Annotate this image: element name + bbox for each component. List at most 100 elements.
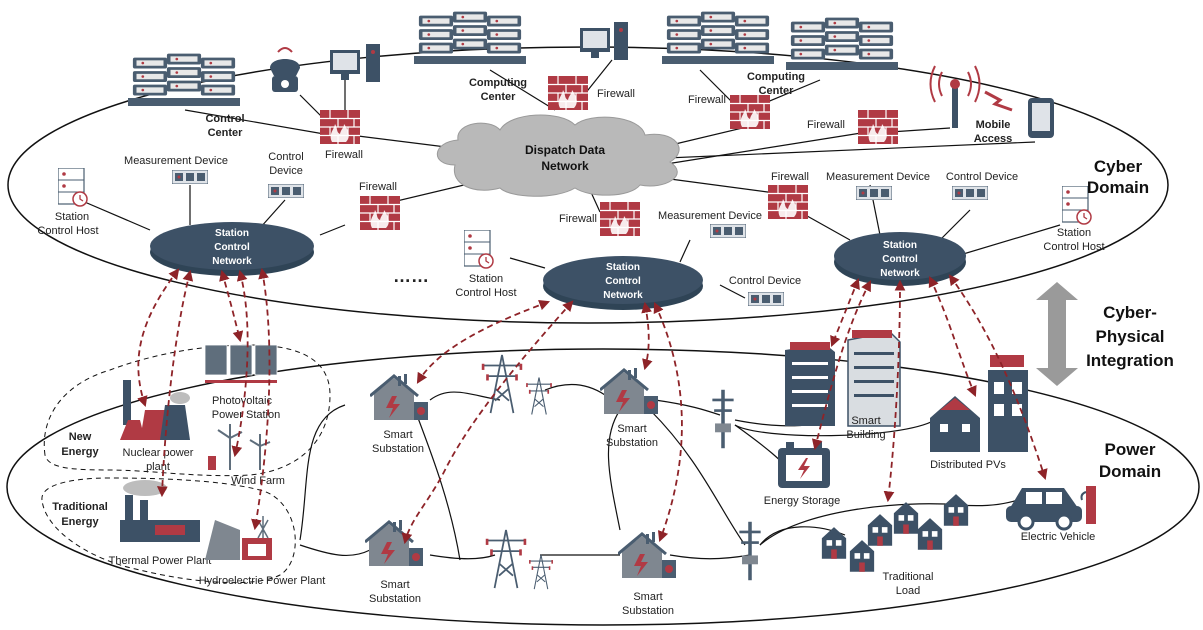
wind-farm-label: Wind Farm bbox=[231, 475, 285, 487]
control-device-right: Control Device bbox=[946, 171, 1018, 200]
thermal-label: Thermal Power Plant bbox=[109, 555, 212, 567]
nuclear-label-1: Nuclear power bbox=[123, 447, 194, 459]
new-energy-label-1: New bbox=[69, 431, 92, 443]
scn-left-2: Control bbox=[214, 242, 250, 253]
integration-label-1: Cyber- bbox=[1103, 303, 1157, 322]
firewall-6-label: Firewall bbox=[559, 213, 597, 225]
ss3-label-1: Smart bbox=[380, 579, 409, 591]
measurement-device-right: Measurement Device bbox=[826, 171, 930, 200]
host-right-label-1: Station bbox=[1057, 227, 1091, 239]
station-control-network-left: Station Control Network bbox=[150, 222, 314, 276]
control-center-label-2: Center bbox=[208, 127, 244, 139]
scn-right-3: Network bbox=[880, 268, 920, 279]
wind-farm-icon bbox=[208, 424, 271, 470]
distributed-pvs-label: Distributed PVs bbox=[930, 459, 1006, 471]
energy-storage-icon: Energy Storage bbox=[764, 442, 840, 507]
firewall-4: Firewall bbox=[807, 110, 898, 144]
smart-substation-1: Smart Substation bbox=[370, 372, 430, 455]
ss4-label-2: Substation bbox=[622, 605, 674, 617]
power-domain-label-2: Domain bbox=[1099, 462, 1161, 481]
cloud-label-line1: Dispatch Data bbox=[525, 143, 605, 157]
integration-label-3: Integration bbox=[1086, 351, 1174, 370]
computing-center-right-label-2: Center bbox=[759, 85, 795, 97]
ellipsis: …… bbox=[393, 266, 429, 286]
measurement-device-left: Measurement Device bbox=[124, 155, 228, 184]
mobile-access: Mobile Access bbox=[929, 65, 1054, 145]
host-left-label-1: Station bbox=[55, 211, 89, 223]
transmission-tower-2 bbox=[525, 376, 553, 416]
station-control-network-mid: Station Control Network bbox=[543, 256, 703, 310]
control-center-label-1: Control bbox=[205, 113, 244, 125]
dispatch-data-network-cloud: Dispatch Data Network bbox=[436, 114, 680, 197]
computing-center-right-label-1: Computing bbox=[747, 71, 805, 83]
host-left-label-2: Control Host bbox=[37, 225, 98, 237]
electric-vehicle-label: Electric Vehicle bbox=[1021, 531, 1096, 543]
firewall-3-label: Firewall bbox=[688, 94, 726, 106]
computing-center-right: Computing Center bbox=[662, 11, 898, 97]
mobile-access-label-2: Access bbox=[974, 133, 1013, 145]
ss4-label-1: Smart bbox=[633, 591, 662, 603]
power-domain-ellipse bbox=[6, 348, 1200, 626]
firewall-5: Firewall bbox=[359, 181, 400, 230]
computing-center-left: Computing Center bbox=[414, 11, 527, 103]
traditional-energy-label-2: Energy bbox=[61, 516, 99, 528]
host-right-label-2: Control Host bbox=[1043, 241, 1104, 253]
computer-icon-center bbox=[580, 22, 628, 60]
utility-pole-1 bbox=[712, 389, 734, 449]
station-control-host-left: Station Control Host bbox=[37, 168, 99, 237]
measurement-device-mid: Measurement Device bbox=[658, 210, 762, 238]
control-device-right-label: Control Device bbox=[946, 171, 1018, 183]
integration-label-2: Physical bbox=[1096, 327, 1165, 346]
measurement-device-mid-label: Measurement Device bbox=[658, 210, 762, 222]
traditional-load-icon: Traditional Load bbox=[821, 494, 969, 597]
ss1-label-2: Substation bbox=[372, 443, 424, 455]
traditional-energy-label-1: Traditional bbox=[52, 501, 108, 513]
new-energy-label-2: Energy bbox=[61, 446, 99, 458]
ss2-label-1: Smart bbox=[617, 423, 646, 435]
smart-building-label-1: Smart bbox=[851, 415, 880, 427]
control-device-left-label-1: Control bbox=[268, 151, 303, 163]
scn-right-1: Station bbox=[883, 240, 917, 251]
mobile-access-label-1: Mobile bbox=[976, 119, 1011, 131]
ss1-label-1: Smart bbox=[383, 429, 412, 441]
control-device-mid-label: Control Device bbox=[729, 275, 801, 287]
scn-mid-1: Station bbox=[606, 262, 640, 273]
cyber-domain-label-2: Domain bbox=[1087, 178, 1149, 197]
firewall-7: Firewall bbox=[768, 171, 809, 219]
computing-center-left-label-1: Computing bbox=[469, 77, 527, 89]
energy-storage-label: Energy Storage bbox=[764, 495, 840, 507]
smart-substation-2: Smart Substation bbox=[600, 366, 660, 449]
scn-right-2: Control bbox=[882, 254, 918, 265]
computer-icon bbox=[330, 44, 380, 82]
firewall-5-label: Firewall bbox=[359, 181, 397, 193]
power-domain-label-1: Power bbox=[1104, 440, 1155, 459]
traditional-energy-region bbox=[41, 477, 296, 584]
cloud-label-line2: Network bbox=[541, 159, 589, 173]
measurement-device-right-label: Measurement Device bbox=[826, 171, 930, 183]
firewall-3: Firewall bbox=[688, 94, 770, 129]
pv-label-1: Photovoltaic bbox=[212, 395, 272, 407]
thermal-plant-icon: Thermal Power Plant bbox=[109, 480, 212, 567]
electric-vehicle-icon: Electric Vehicle bbox=[1006, 486, 1096, 543]
smart-substation-4: Smart Substation bbox=[618, 530, 678, 617]
telephone-icon bbox=[270, 47, 300, 92]
firewall-2: Firewall bbox=[548, 76, 635, 110]
scn-mid-2: Control bbox=[605, 276, 641, 287]
hydro-label: Hydroelectric Power Plant bbox=[199, 575, 326, 587]
new-energy-region bbox=[43, 344, 331, 477]
control-device-mid: Control Device bbox=[729, 275, 801, 306]
station-control-network-right: Station Control Network bbox=[834, 232, 966, 286]
computing-center-left-label-2: Center bbox=[481, 91, 517, 103]
ss3-label-2: Substation bbox=[369, 593, 421, 605]
scn-left-1: Station bbox=[215, 228, 249, 239]
nuclear-plant-icon: Nuclear power plant bbox=[120, 380, 194, 473]
transmission-tower-3 bbox=[484, 528, 528, 590]
traditional-load-label-1: Traditional bbox=[883, 571, 934, 583]
traditional-load-label-2: Load bbox=[896, 585, 920, 597]
distributed-pvs-icon: Distributed PVs bbox=[930, 355, 1028, 471]
control-center: Control Center bbox=[128, 53, 245, 139]
firewall-6: Firewall bbox=[559, 202, 640, 236]
host-mid-label-2: Control Host bbox=[455, 287, 516, 299]
firewall-2-label: Firewall bbox=[597, 88, 635, 100]
